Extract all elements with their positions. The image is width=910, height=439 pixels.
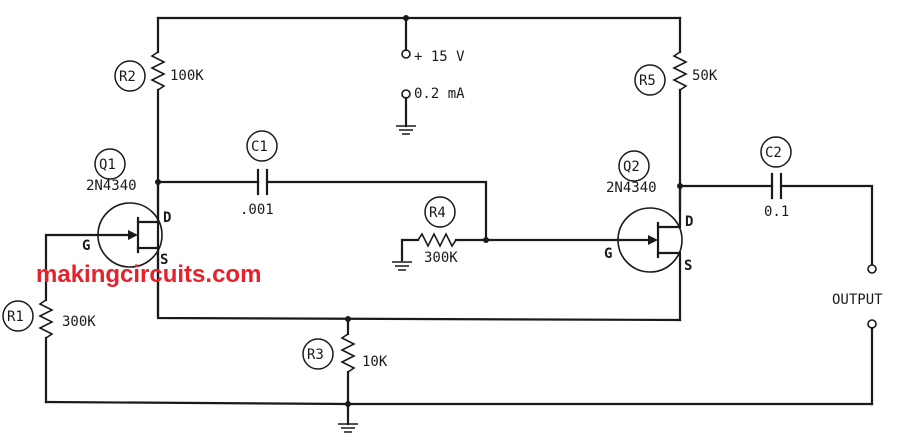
- wire-c2-right: [779, 184, 874, 266]
- q1-part: 2N4340: [86, 178, 137, 194]
- r1-value: 300K: [62, 314, 96, 330]
- junction-q2-gate: [483, 237, 489, 243]
- q2-ref-circle: [618, 150, 650, 182]
- r5-ref: R5: [639, 73, 656, 89]
- q2-part: 2N4340: [606, 180, 657, 196]
- r5-value: 50K: [692, 68, 718, 84]
- r2-value: 100K: [170, 68, 204, 84]
- r3-ref-circle: [302, 338, 334, 370]
- watermark-text: makingcircuits.com: [36, 261, 261, 288]
- ground-symbol-supply: [396, 125, 416, 135]
- r1-ref-circle: [2, 300, 34, 332]
- q2-ref: Q2: [623, 159, 640, 175]
- r5-ref-circle: [634, 64, 666, 96]
- q1-ref-circle: [94, 148, 126, 180]
- q1-source-label: S: [160, 252, 168, 268]
- q2-source-label: S: [684, 258, 692, 274]
- q1-gate-label: G: [82, 238, 90, 254]
- c1-ref: C1: [251, 139, 268, 155]
- supply-terminal-pos: [401, 49, 411, 59]
- supply-current-label: 0.2 mA: [414, 86, 465, 102]
- r3-resistor: [340, 333, 356, 373]
- r3-ref: R3: [307, 347, 324, 363]
- r1-ref: R1: [7, 309, 24, 325]
- r2-ref: R2: [119, 69, 136, 85]
- q1-drain-label: D: [163, 210, 171, 226]
- r4-ref-circle: [424, 196, 456, 228]
- c1-ref-circle: [246, 130, 278, 162]
- ground-symbol-main: [338, 423, 358, 433]
- wire-bottom-rail: [44, 400, 874, 406]
- r4-resistor: [417, 232, 457, 248]
- wire-r4-left: [400, 238, 420, 262]
- r1-resistor: [38, 299, 54, 339]
- q2-drain-lead: [656, 184, 682, 229]
- q1-source-lead: [136, 246, 160, 262]
- q2-drain-label: D: [685, 214, 693, 230]
- q2-gate-arrow: [648, 235, 658, 245]
- ground-symbol-r4: [392, 261, 412, 271]
- junction-ground: [345, 401, 351, 407]
- wire-c1-right: [265, 180, 488, 242]
- c2-ref-circle: [760, 136, 792, 168]
- q1-ref: Q1: [99, 157, 116, 173]
- r4-ref: R4: [429, 205, 446, 221]
- wire-q1-gate: [44, 233, 100, 302]
- q2-source-lead: [656, 251, 682, 322]
- r2-ref-circle: [114, 60, 146, 92]
- q2-gate-label: G: [604, 246, 612, 262]
- r5-resistor: [672, 51, 688, 91]
- r2-resistor: [150, 51, 166, 91]
- c2-value: 0.1: [764, 204, 789, 220]
- output-terminal-top: [867, 264, 877, 274]
- supply-voltage-label: + 15 V: [414, 49, 465, 65]
- q1-drain-lead: [136, 180, 160, 224]
- wire-source-rail: [156, 258, 682, 322]
- r4-value: 300K: [424, 250, 458, 266]
- supply-terminal-neg: [401, 89, 411, 99]
- q1-gate-arrow: [128, 230, 138, 240]
- output-terminal-bottom: [867, 319, 877, 329]
- r3-value: 10K: [362, 354, 388, 370]
- output-label: OUTPUT: [832, 292, 883, 308]
- c1-value: .001: [240, 202, 274, 218]
- c2-ref: C2: [765, 145, 782, 161]
